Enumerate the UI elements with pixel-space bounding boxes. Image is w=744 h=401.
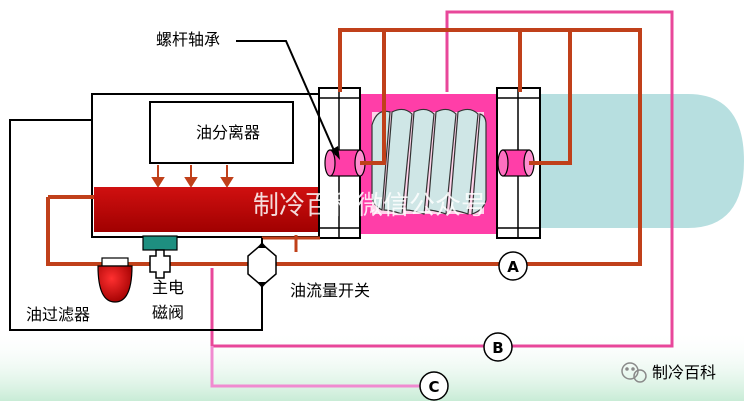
point-c-marker: C — [419, 371, 449, 401]
oil-filter — [97, 257, 133, 303]
screw-bearing-pointer — [236, 40, 337, 156]
line-b-upper — [445, 10, 674, 348]
oil-line-left — [46, 197, 102, 266]
oil-drop-arrows — [151, 165, 234, 188]
brand-logo-icon — [621, 362, 647, 383]
oil-filter-label: 油过滤器 — [26, 305, 90, 324]
point-c-label: C — [428, 378, 439, 396]
oil-line-a-right — [526, 28, 642, 266]
bearing-port-right — [497, 149, 535, 177]
solenoid-label-line1: 主电 — [152, 278, 184, 297]
solenoid-valve — [142, 235, 178, 279]
oil-separator-label: 油分离器 — [196, 123, 260, 142]
background-gradient — [0, 330, 744, 401]
screw-rotor — [371, 108, 487, 215]
line-c — [210, 346, 420, 388]
bearing-port-left — [324, 149, 366, 177]
return-line — [9, 119, 263, 331]
oil-reservoir — [94, 187, 320, 232]
oil-flow-switch — [247, 242, 277, 288]
watermark: 制冷百科微信公众号 — [253, 191, 487, 221]
screw-bearing-arrowhead — [331, 146, 340, 160]
solenoid-label-line2: 磁阀 — [152, 303, 184, 322]
oil-separator-box — [149, 101, 294, 164]
point-a-label: A — [507, 258, 519, 276]
point-a-marker: A — [498, 251, 528, 281]
oil-flow-switch-label: 油流量开关 — [290, 281, 370, 300]
screw-bearing-label: 螺杆轴承 — [156, 30, 220, 49]
brand-name: 制冷百科 — [652, 363, 716, 382]
point-b-marker: B — [483, 332, 513, 362]
point-b-label: B — [492, 339, 503, 357]
